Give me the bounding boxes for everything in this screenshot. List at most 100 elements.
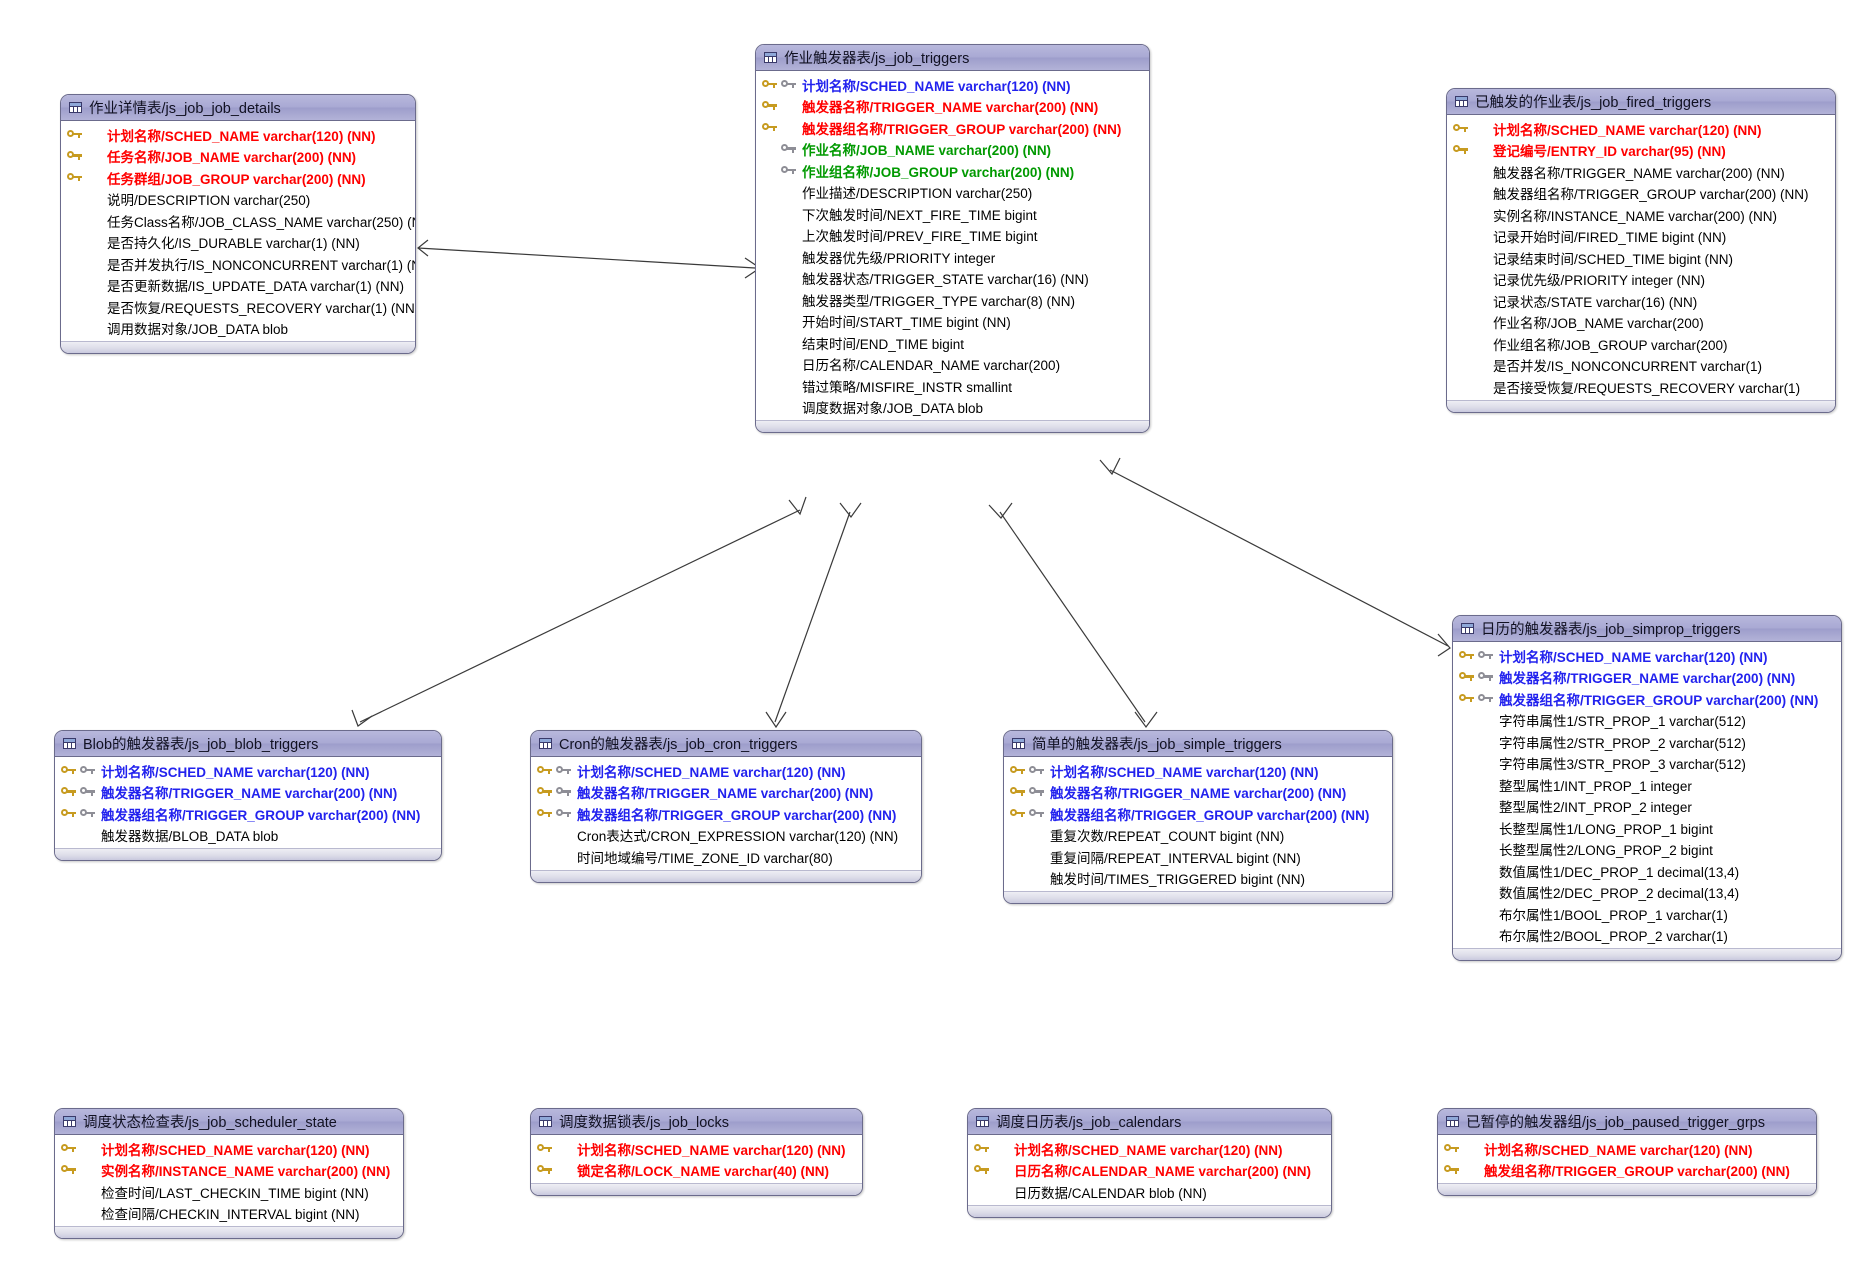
field-row[interactable]: 计划名称/SCHED_NAME varchar(120) (NN)	[1453, 645, 1841, 667]
field-row[interactable]: 触发时间/TIMES_TRIGGERED bigint (NN)	[1004, 868, 1392, 890]
field-row[interactable]: 触发器优先级/PRIORITY integer	[756, 246, 1149, 268]
field-row[interactable]: 实例名称/INSTANCE_NAME varchar(200) (NN)	[55, 1160, 403, 1182]
entity-header-job_locks[interactable]: 调度数据锁表/js_job_locks	[531, 1109, 862, 1135]
field-row[interactable]: 计划名称/SCHED_NAME varchar(120) (NN)	[1438, 1138, 1816, 1160]
field-row[interactable]: 日历名称/CALENDAR_NAME varchar(200) (NN)	[968, 1160, 1331, 1182]
field-row[interactable]: 计划名称/SCHED_NAME varchar(120) (NN)	[531, 1138, 862, 1160]
field-row[interactable]: 布尔属性2/BOOL_PROP_2 varchar(1)	[1453, 925, 1841, 947]
field-row[interactable]: 记录状态/STATE varchar(16) (NN)	[1447, 290, 1835, 312]
field-row[interactable]: 记录结束时间/SCHED_TIME bigint (NN)	[1447, 247, 1835, 269]
field-row[interactable]: 作业组名称/JOB_GROUP varchar(200) (NN)	[756, 160, 1149, 182]
field-row[interactable]: 时间地域编号/TIME_ZONE_ID varchar(80)	[531, 846, 921, 868]
entity-job_locks[interactable]: 调度数据锁表/js_job_locks 计划名称/SCHED_NAME varch…	[530, 1108, 863, 1196]
field-row[interactable]: 调度数据对象/JOB_DATA blob	[756, 397, 1149, 419]
entity-job_cron_triggers[interactable]: Cron的触发器表/js_job_cron_triggers 计划名称/SCHED…	[530, 730, 922, 883]
field-row[interactable]: 触发器名称/TRIGGER_NAME varchar(200) (NN)	[1453, 667, 1841, 689]
field-row[interactable]: 计划名称/SCHED_NAME varchar(120) (NN)	[968, 1138, 1331, 1160]
field-row[interactable]: 触发器组名称/TRIGGER_GROUP varchar(200) (NN)	[1453, 688, 1841, 710]
entity-header-job_scheduler_state[interactable]: 调度状态检查表/js_job_scheduler_state	[55, 1109, 403, 1135]
field-row[interactable]: 整型属性1/INT_PROP_1 integer	[1453, 774, 1841, 796]
field-row[interactable]: 触发器数据/BLOB_DATA blob	[55, 825, 441, 847]
entity-header-job_cron_triggers[interactable]: Cron的触发器表/js_job_cron_triggers	[531, 731, 921, 757]
field-row[interactable]: 任务Class名称/JOB_CLASS_NAME varchar(250) (N…	[61, 210, 415, 232]
entity-job_paused_trigger_grps[interactable]: 已暂停的触发器组/js_job_paused_trigger_grps 计划名称/…	[1437, 1108, 1817, 1196]
field-row[interactable]: 调用数据对象/JOB_DATA blob	[61, 318, 415, 340]
field-row[interactable]: 计划名称/SCHED_NAME varchar(120) (NN)	[61, 124, 415, 146]
field-row[interactable]: 计划名称/SCHED_NAME varchar(120) (NN)	[1004, 760, 1392, 782]
field-row[interactable]: 触发组名称/TRIGGER_GROUP varchar(200) (NN)	[1438, 1160, 1816, 1182]
field-row[interactable]: 计划名称/SCHED_NAME varchar(120) (NN)	[531, 760, 921, 782]
field-row[interactable]: 触发器名称/TRIGGER_NAME varchar(200) (NN)	[531, 782, 921, 804]
field-row[interactable]: 触发器类型/TRIGGER_TYPE varchar(8) (NN)	[756, 289, 1149, 311]
field-row[interactable]: 是否并发/IS_NONCONCURRENT varchar(1)	[1447, 355, 1835, 377]
entity-header-job_job_details[interactable]: 作业详情表/js_job_job_details	[61, 95, 415, 121]
entity-header-job_calendars[interactable]: 调度日历表/js_job_calendars	[968, 1109, 1331, 1135]
entity-job_simprop_triggers[interactable]: 日历的触发器表/js_job_simprop_triggers 计划名称/SCHE…	[1452, 615, 1842, 961]
field-row[interactable]: 作业组名称/JOB_GROUP varchar(200)	[1447, 333, 1835, 355]
field-row[interactable]: 作业名称/JOB_NAME varchar(200)	[1447, 312, 1835, 334]
field-row[interactable]: 计划名称/SCHED_NAME varchar(120) (NN)	[756, 74, 1149, 96]
field-row[interactable]: 整型属性2/INT_PROP_2 integer	[1453, 796, 1841, 818]
field-row[interactable]: 长整型属性2/LONG_PROP_2 bigint	[1453, 839, 1841, 861]
field-row[interactable]: 计划名称/SCHED_NAME varchar(120) (NN)	[55, 1138, 403, 1160]
field-row[interactable]: 实例名称/INSTANCE_NAME varchar(200) (NN)	[1447, 204, 1835, 226]
field-row[interactable]: 日历名称/CALENDAR_NAME varchar(200)	[756, 354, 1149, 376]
field-row[interactable]: 触发器名称/TRIGGER_NAME varchar(200) (NN)	[756, 96, 1149, 118]
field-row[interactable]: 是否并发执行/IS_NONCONCURRENT varchar(1) (NN)	[61, 253, 415, 275]
field-row[interactable]: 触发器名称/TRIGGER_NAME varchar(200) (NN)	[55, 782, 441, 804]
field-row[interactable]: 检查时间/LAST_CHECKIN_TIME bigint (NN)	[55, 1181, 403, 1203]
field-row[interactable]: 重复次数/REPEAT_COUNT bigint (NN)	[1004, 825, 1392, 847]
field-row[interactable]: 触发器组名称/TRIGGER_GROUP varchar(200) (NN)	[55, 803, 441, 825]
field-row[interactable]: 触发器组名称/TRIGGER_GROUP varchar(200) (NN)	[1004, 803, 1392, 825]
field-row[interactable]: 重复间隔/REPEAT_INTERVAL bigint (NN)	[1004, 846, 1392, 868]
field-row[interactable]: 日历数据/CALENDAR blob (NN)	[968, 1181, 1331, 1203]
entity-header-job_simprop_triggers[interactable]: 日历的触发器表/js_job_simprop_triggers	[1453, 616, 1841, 642]
field-row[interactable]: 数值属性2/DEC_PROP_2 decimal(13,4)	[1453, 882, 1841, 904]
entity-job_triggers[interactable]: 作业触发器表/js_job_triggers 计划名称/SCHED_NAME va…	[755, 44, 1150, 433]
field-row[interactable]: 是否持久化/IS_DURABLE varchar(1) (NN)	[61, 232, 415, 254]
field-row[interactable]: 字符串属性1/STR_PROP_1 varchar(512)	[1453, 710, 1841, 732]
field-row[interactable]: 任务群组/JOB_GROUP varchar(200) (NN)	[61, 167, 415, 189]
field-row[interactable]: 触发器状态/TRIGGER_STATE varchar(16) (NN)	[756, 268, 1149, 290]
entity-job_fired_triggers[interactable]: 已触发的作业表/js_job_fired_triggers 计划名称/SCHED_…	[1446, 88, 1836, 413]
field-row[interactable]: 触发器组名称/TRIGGER_GROUP varchar(200) (NN)	[1447, 183, 1835, 205]
field-row[interactable]: 登记编号/ENTRY_ID varchar(95) (NN)	[1447, 140, 1835, 162]
entity-job_simple_triggers[interactable]: 简单的触发器表/js_job_simple_triggers 计划名称/SCHED…	[1003, 730, 1393, 904]
field-row[interactable]: 锁定名称/LOCK_NAME varchar(40) (NN)	[531, 1160, 862, 1182]
field-row[interactable]: 检查间隔/CHECKIN_INTERVAL bigint (NN)	[55, 1203, 403, 1225]
field-row[interactable]: 布尔属性1/BOOL_PROP_1 varchar(1)	[1453, 903, 1841, 925]
field-row[interactable]: 作业描述/DESCRIPTION varchar(250)	[756, 182, 1149, 204]
entity-job_scheduler_state[interactable]: 调度状态检查表/js_job_scheduler_state 计划名称/SCHED…	[54, 1108, 404, 1239]
entity-header-job_simple_triggers[interactable]: 简单的触发器表/js_job_simple_triggers	[1004, 731, 1392, 757]
entity-header-job_fired_triggers[interactable]: 已触发的作业表/js_job_fired_triggers	[1447, 89, 1835, 115]
field-row[interactable]: 作业名称/JOB_NAME varchar(200) (NN)	[756, 139, 1149, 161]
field-row[interactable]: 结束时间/END_TIME bigint	[756, 332, 1149, 354]
field-row[interactable]: 字符串属性3/STR_PROP_3 varchar(512)	[1453, 753, 1841, 775]
field-row[interactable]: 字符串属性2/STR_PROP_2 varchar(512)	[1453, 731, 1841, 753]
entity-job_blob_triggers[interactable]: Blob的触发器表/js_job_blob_triggers 计划名称/SCHED…	[54, 730, 442, 861]
field-row[interactable]: 计划名称/SCHED_NAME varchar(120) (NN)	[55, 760, 441, 782]
field-row[interactable]: 说明/DESCRIPTION varchar(250)	[61, 189, 415, 211]
entity-header-job_triggers[interactable]: 作业触发器表/js_job_triggers	[756, 45, 1149, 71]
field-row[interactable]: 开始时间/START_TIME bigint (NN)	[756, 311, 1149, 333]
field-row[interactable]: 是否恢复/REQUESTS_RECOVERY varchar(1) (NN)	[61, 296, 415, 318]
field-row[interactable]: 触发器名称/TRIGGER_NAME varchar(200) (NN)	[1004, 782, 1392, 804]
field-row[interactable]: 计划名称/SCHED_NAME varchar(120) (NN)	[1447, 118, 1835, 140]
field-row[interactable]: 长整型属性1/LONG_PROP_1 bigint	[1453, 817, 1841, 839]
field-row[interactable]: 错过策略/MISFIRE_INSTR smallint	[756, 375, 1149, 397]
field-row[interactable]: 记录开始时间/FIRED_TIME bigint (NN)	[1447, 226, 1835, 248]
entity-header-job_blob_triggers[interactable]: Blob的触发器表/js_job_blob_triggers	[55, 731, 441, 757]
field-row[interactable]: 是否接受恢复/REQUESTS_RECOVERY varchar(1)	[1447, 376, 1835, 398]
entity-header-job_paused_trigger_grps[interactable]: 已暂停的触发器组/js_job_paused_trigger_grps	[1438, 1109, 1816, 1135]
field-row[interactable]: 触发器名称/TRIGGER_NAME varchar(200) (NN)	[1447, 161, 1835, 183]
field-row[interactable]: 是否更新数据/IS_UPDATE_DATA varchar(1) (NN)	[61, 275, 415, 297]
field-row[interactable]: 数值属性1/DEC_PROP_1 decimal(13,4)	[1453, 860, 1841, 882]
field-row[interactable]: 上次触发时间/PREV_FIRE_TIME bigint	[756, 225, 1149, 247]
field-row[interactable]: Cron表达式/CRON_EXPRESSION varchar(120) (NN…	[531, 825, 921, 847]
field-row[interactable]: 下次触发时间/NEXT_FIRE_TIME bigint	[756, 203, 1149, 225]
field-row[interactable]: 记录优先级/PRIORITY integer (NN)	[1447, 269, 1835, 291]
entity-job_calendars[interactable]: 调度日历表/js_job_calendars 计划名称/SCHED_NAME va…	[967, 1108, 1332, 1218]
field-row[interactable]: 任务名称/JOB_NAME varchar(200) (NN)	[61, 146, 415, 168]
field-row[interactable]: 触发器组名称/TRIGGER_GROUP varchar(200) (NN)	[531, 803, 921, 825]
field-row[interactable]: 触发器组名称/TRIGGER_GROUP varchar(200) (NN)	[756, 117, 1149, 139]
